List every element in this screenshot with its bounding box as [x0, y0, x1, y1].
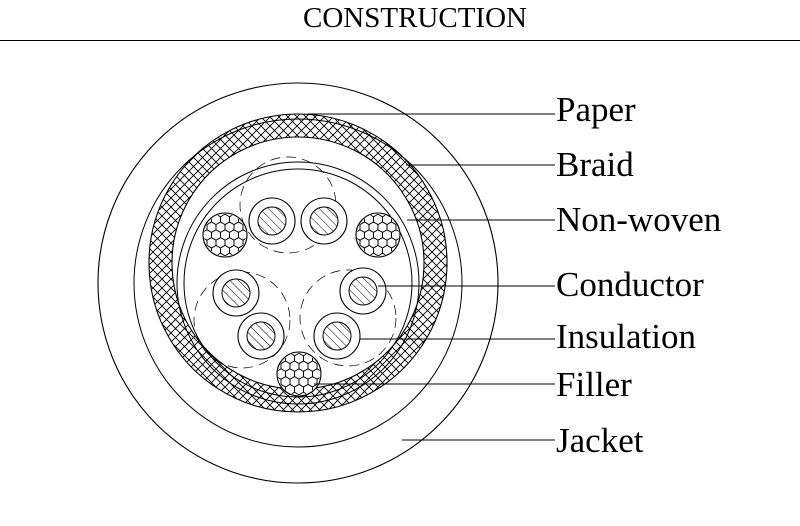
- filler-hex: [346, 230, 355, 240]
- insulated-conductor: [300, 197, 348, 245]
- title-divider: [0, 40, 800, 41]
- filler-hex: [204, 252, 208, 256]
- label-conductor: Conductor: [556, 265, 704, 304]
- filler: [202, 212, 248, 258]
- filler-hex: [193, 245, 202, 255]
- jacket-circle: [97, 82, 499, 484]
- filler-hex: [248, 261, 257, 271]
- filler-hex: [364, 199, 373, 209]
- filler-hex: [337, 245, 346, 255]
- filler-hex: [221, 261, 230, 271]
- filler-hex: [357, 214, 361, 218]
- filler-hex: [342, 238, 351, 248]
- filler-hex: [383, 261, 392, 271]
- filler-hex: [248, 245, 257, 255]
- paper-circle: [133, 118, 463, 448]
- insulated-conductor: [237, 312, 285, 360]
- filler-hex: [401, 261, 410, 271]
- filler-hex: [257, 261, 266, 271]
- filler-hex: [215, 252, 226, 256]
- filler-hex: [326, 361, 335, 371]
- label-jacket: Jacket: [556, 421, 644, 460]
- filler-hex: [346, 199, 355, 209]
- filler-hex: [377, 252, 388, 256]
- filler-hex: [189, 253, 198, 263]
- filler-hex: [331, 369, 340, 379]
- filler-hex: [355, 199, 364, 209]
- non-woven-inner-circle: [183, 168, 413, 398]
- label-filler: Filler: [556, 365, 632, 404]
- filler-hex: [368, 252, 379, 256]
- filler-hex: [395, 252, 399, 256]
- leader-lines: [308, 113, 555, 441]
- page-title: CONSTRUCTION: [303, 2, 527, 34]
- filler-hex: [295, 338, 304, 348]
- filler-hex: [261, 253, 270, 263]
- label-insulation: Insulation: [556, 317, 696, 356]
- filler-hex: [289, 391, 300, 395]
- pair-outline: [299, 269, 397, 367]
- filler-hex: [374, 199, 383, 209]
- filler-hex: [184, 214, 193, 224]
- filler-hex: [357, 252, 361, 256]
- filler-hex: [374, 261, 383, 271]
- filler-hex: [337, 261, 346, 271]
- filler-hex: [202, 261, 211, 271]
- filler-hex: [298, 391, 309, 395]
- filler-hex: [242, 252, 246, 256]
- filler-hex: [346, 245, 355, 255]
- filler: [276, 351, 322, 397]
- insulated-conductor: [313, 312, 361, 360]
- filler-hex: [346, 214, 355, 224]
- insulated-conductor: [339, 267, 387, 315]
- label-paper: Paper: [556, 90, 636, 129]
- label-braid: Braid: [556, 145, 634, 184]
- filler-hex: [230, 199, 239, 209]
- filler-hex: [405, 222, 414, 232]
- insulated-conductor: [248, 197, 296, 245]
- filler-hex: [193, 261, 202, 271]
- filler-hex: [401, 214, 410, 224]
- filler-hex: [285, 338, 294, 348]
- filler-hex: [392, 261, 401, 271]
- label-non-woven: Non-woven: [556, 200, 721, 239]
- insulated-conductor: [212, 269, 260, 317]
- filler-hex: [224, 252, 235, 256]
- filler-hex: [221, 199, 230, 209]
- non-woven-outer-circle: [176, 161, 420, 405]
- filler-hex: [258, 369, 267, 379]
- filler-hex: [189, 206, 198, 216]
- filler-hex: [322, 369, 331, 379]
- filler-hex: [252, 253, 261, 263]
- filler-hex: [395, 214, 399, 218]
- filler-hex: [267, 369, 276, 379]
- filler-hex: [193, 199, 202, 209]
- filler-hex: [342, 253, 351, 263]
- filler: [355, 212, 401, 258]
- filler-hex: [211, 261, 220, 271]
- filler-hex: [335, 361, 344, 371]
